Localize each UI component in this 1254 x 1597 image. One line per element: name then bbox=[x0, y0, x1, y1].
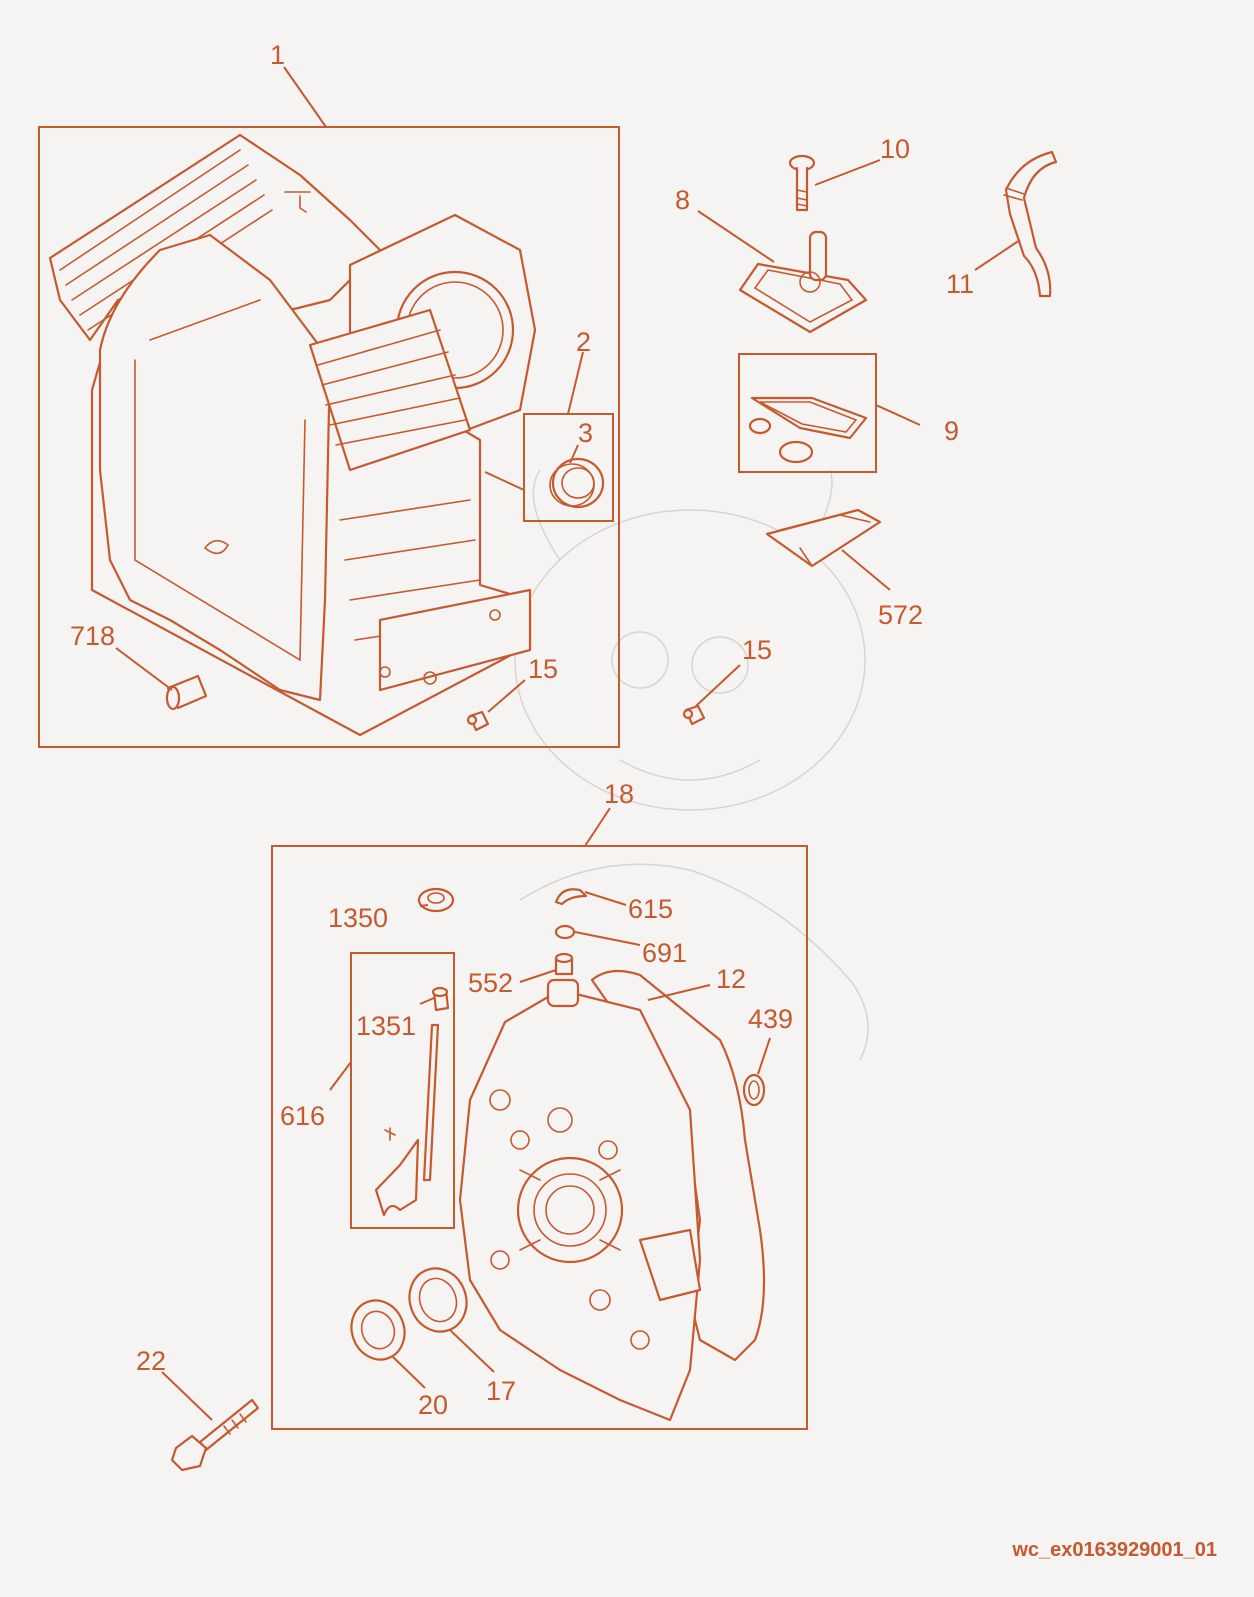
callout-17: 17 bbox=[486, 1376, 516, 1406]
callout-8: 8 bbox=[675, 185, 690, 215]
callout-10: 10 bbox=[880, 134, 910, 164]
callout-15-left: 15 bbox=[528, 654, 558, 684]
crankcase-group-box bbox=[38, 126, 620, 748]
callout-15-right: 15 bbox=[742, 635, 772, 665]
callout-552: 552 bbox=[468, 968, 513, 998]
breather-hose-part-11 bbox=[1003, 150, 1058, 298]
callout-18: 18 bbox=[604, 779, 634, 809]
oil-seal-part-3 bbox=[523, 413, 614, 522]
oil-seal-part-20 bbox=[350, 1299, 406, 1361]
callout-1350: 1350 bbox=[328, 903, 388, 933]
governor-shaft-part-616 bbox=[374, 1023, 440, 1217]
leader-lines bbox=[115, 66, 1021, 1421]
callout-2: 2 bbox=[576, 327, 591, 357]
callout-20: 20 bbox=[418, 1390, 448, 1420]
callout-572: 572 bbox=[878, 600, 923, 630]
callout-1: 1 bbox=[270, 40, 285, 70]
bushing-part-718 bbox=[165, 674, 208, 711]
breather-gasket-part-9 bbox=[738, 353, 877, 473]
crankcase-cover-group-box bbox=[271, 845, 808, 1430]
callout-718: 718 bbox=[70, 621, 115, 651]
breather-cover-part-8 bbox=[738, 230, 868, 334]
callout-3: 3 bbox=[578, 418, 593, 448]
callout-1351: 1351 bbox=[356, 1011, 416, 1041]
reed-valve-part-572 bbox=[765, 508, 882, 568]
drawing-code: wc_ex0163929001_01 bbox=[1011, 1539, 1217, 1561]
crankcase-drawing bbox=[48, 133, 537, 737]
bushing-part-552 bbox=[554, 952, 574, 976]
dowel-pin-part-15-left bbox=[466, 710, 490, 732]
washer-part-691 bbox=[554, 924, 576, 940]
washer-part-1350 bbox=[417, 887, 455, 913]
dowel-pin-part-15-right bbox=[682, 704, 706, 726]
callout-9: 9 bbox=[944, 416, 959, 446]
governor-shaft-group-box bbox=[350, 952, 455, 1229]
callout-12: 12 bbox=[716, 964, 746, 994]
pin-part-615 bbox=[554, 888, 588, 906]
callout-616: 616 bbox=[280, 1101, 325, 1131]
bearing-part-17 bbox=[408, 1267, 468, 1333]
callout-615: 615 bbox=[628, 894, 673, 924]
bushing-part-1351 bbox=[431, 986, 450, 1012]
crankcase-cover-part-18 bbox=[458, 978, 702, 1422]
callout-11: 11 bbox=[946, 269, 974, 299]
gasket-part-12 bbox=[590, 969, 766, 1362]
callout-691: 691 bbox=[642, 938, 687, 968]
callout-22: 22 bbox=[136, 1346, 166, 1376]
breather-bolt-part-10 bbox=[788, 154, 816, 212]
o-ring-part-439 bbox=[742, 1073, 766, 1107]
bolt-part-22 bbox=[170, 1398, 260, 1472]
callout-439: 439 bbox=[748, 1004, 793, 1034]
